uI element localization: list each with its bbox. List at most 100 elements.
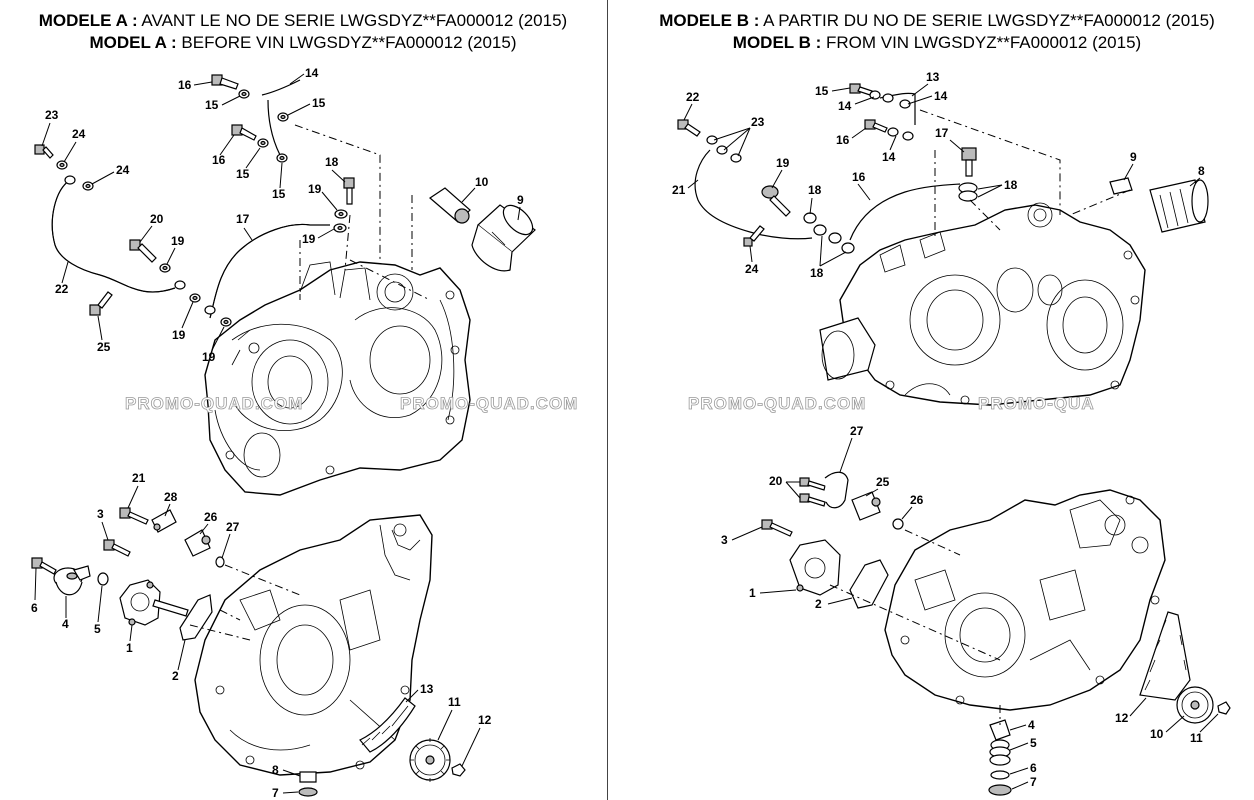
callout-b-14c: 14: [882, 150, 896, 164]
callout-b-7: 7: [1030, 775, 1037, 789]
fitting-27-b: [824, 471, 849, 509]
callout-b-10: 10: [1150, 727, 1164, 741]
callout-a-2: 2: [172, 669, 179, 683]
nut-12-a: [451, 763, 466, 777]
callout-a-10: 10: [475, 175, 489, 189]
callout-b-11: 11: [1190, 731, 1203, 745]
oil-pipe-14-a: [261, 79, 301, 156]
callout-a-3: 3: [97, 507, 104, 521]
callout-a-6: 6: [31, 601, 38, 615]
callout-b-27: 27: [850, 424, 864, 438]
callout-a-17: 17: [236, 212, 250, 226]
callout-a-1: 1: [126, 641, 133, 655]
bolt-16b: [231, 124, 257, 141]
callout-b-4: 4: [1028, 718, 1035, 732]
header-model-a: MODELE A : AVANT LE NO DE SERIE LWGSDYZ*…: [0, 10, 606, 54]
model-a-lower-parts: [31, 507, 466, 797]
callout-b-26: 26: [910, 493, 924, 507]
callout-b-16b: 16: [852, 170, 866, 184]
model-b-lower-callouts: 27 20 25 26 3 1 2 12 10 11 4 5 6 7: [721, 424, 1219, 790]
callout-a-11: 11: [448, 695, 461, 709]
callout-a-7: 7: [272, 786, 279, 800]
model-b-lower-parts: [761, 471, 1231, 796]
callout-a-15b: 15: [312, 96, 326, 110]
nut-11-b: [1217, 701, 1231, 715]
oil-filter-a: [471, 204, 536, 272]
o-ring-26-b: [892, 518, 904, 530]
callout-b-9: 9: [1130, 150, 1137, 164]
callout-b-3: 3: [721, 533, 728, 547]
panel-divider: [607, 0, 608, 800]
callout-a-19c: 19: [171, 234, 185, 248]
oil-strainer-a: [53, 565, 91, 596]
bolt-3-b: [761, 519, 793, 537]
model-a-upper-parts: [34, 74, 536, 327]
gasket-b: [849, 559, 889, 609]
model-a-callouts: 16 15 14 15 16 15 15 18 19 19 17 10 9 23…: [41, 66, 524, 364]
callout-b-12: 12: [1115, 711, 1129, 725]
gasket-a: [179, 594, 213, 641]
filter-fitting-a: [429, 187, 471, 224]
chain-b: [1139, 611, 1191, 701]
callout-a-24b: 24: [116, 163, 130, 177]
callout-a-25: 25: [97, 340, 111, 354]
bolt-18: [343, 177, 355, 205]
bolt-19-b: [761, 185, 791, 217]
bolt-24-b: [743, 225, 765, 247]
watermark-a1: PROMO-QUAD.COM: [125, 394, 303, 413]
model-a-lower-callouts: 21 28 3 26 27 6 4 5 1 2 13 11 12 8 7: [31, 471, 492, 800]
model-a-upper-crankcase: [204, 261, 471, 496]
header-model-b-en: MODEL B : FROM VIN LWGSDYZ**FA000012 (20…: [732, 33, 1142, 52]
callout-a-19b: 19: [302, 232, 316, 246]
callout-a-15a: 15: [205, 98, 219, 112]
callout-a-15d: 15: [272, 187, 286, 201]
callout-a-22: 22: [55, 282, 69, 296]
callout-b-15: 15: [815, 84, 829, 98]
model-a-lower-crankcase: [194, 514, 433, 776]
oil-pipe-22-a: [51, 179, 176, 293]
callout-b-21: 21: [672, 183, 686, 197]
sprocket-a: [409, 738, 451, 782]
bolt-16a: [211, 74, 239, 90]
drain-plug-a: [298, 771, 318, 797]
o-ring-5-a: [97, 572, 109, 586]
filter-26: [184, 529, 211, 557]
callout-b-6: 6: [1030, 761, 1037, 775]
callout-a-21: 21: [132, 471, 146, 485]
callout-a-18: 18: [325, 155, 339, 169]
callout-b-23: 23: [751, 115, 765, 129]
callout-b-5: 5: [1030, 736, 1037, 750]
bolt-23: [34, 144, 54, 159]
callout-a-19a: 19: [308, 182, 322, 196]
callout-a-12: 12: [478, 713, 492, 727]
oil-filter-b: [1149, 179, 1209, 233]
bolts-20-b: [799, 477, 826, 507]
watermark-b2: PROMO-QUA: [978, 394, 1095, 413]
callout-a-16b: 16: [212, 153, 226, 167]
model-b-upper-parts: [677, 83, 1209, 254]
header-model-b: MODELE B : A PARTIR DU NO DE SERIE LWGSD…: [620, 10, 1254, 54]
callout-b-1: 1: [749, 586, 756, 600]
bolt-25: [89, 291, 113, 316]
model-b-upper-crankcase: [819, 202, 1146, 406]
callout-a-19e: 19: [202, 350, 216, 364]
oil-pump-b: [789, 539, 841, 596]
callout-a-26: 26: [204, 510, 218, 524]
callout-b-18c: 18: [810, 266, 824, 280]
callout-b-24: 24: [745, 262, 759, 276]
callout-a-14: 14: [305, 66, 319, 80]
model-b-callouts: 13 15 14 14 16 14 17 18 9 8 16 22 23 19 …: [672, 70, 1205, 280]
bolt-17-b: [961, 147, 977, 177]
watermark-a2: PROMO-QUAD.COM: [400, 394, 578, 413]
fitting-28: [151, 509, 177, 533]
bolt-20: [129, 239, 157, 263]
bolt-21: [119, 507, 149, 525]
washers-b-upper: [706, 90, 978, 254]
oil-pump-a: [119, 579, 189, 626]
header-model-a-en: MODEL A : BEFORE VIN LWGSDYZ**FA000012 (…: [89, 33, 517, 52]
callout-b-25: 25: [876, 475, 890, 489]
callout-a-9: 9: [517, 193, 524, 207]
strainer-stack-b: [988, 719, 1012, 796]
filter-fitting-b: [1109, 177, 1133, 195]
